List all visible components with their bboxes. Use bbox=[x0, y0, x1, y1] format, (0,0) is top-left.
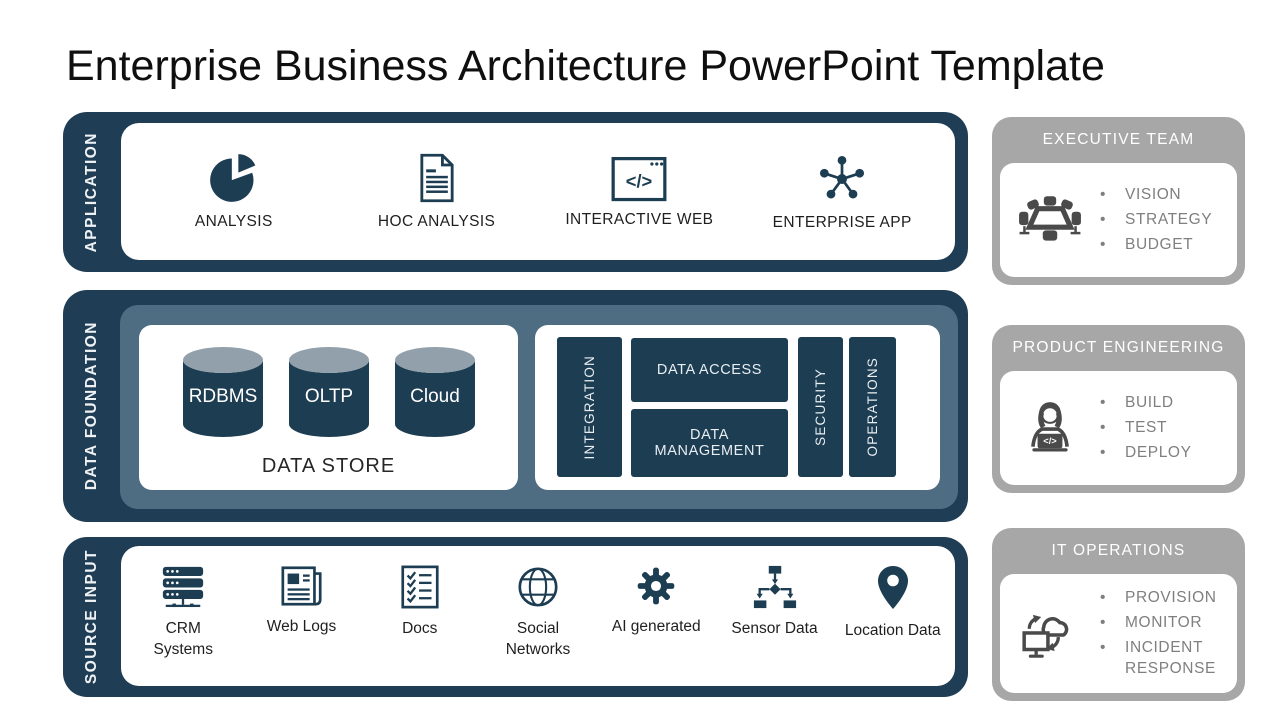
source-input-panel: CRM Systems Web Logs bbox=[121, 546, 955, 686]
bullet-item: INCIDENT RESPONSE bbox=[1100, 637, 1233, 680]
source-item-label: AI generated bbox=[611, 618, 701, 635]
source-item-location: Location Data bbox=[837, 564, 949, 642]
document-icon bbox=[420, 153, 454, 203]
bullet-item: BUILD bbox=[1100, 392, 1192, 414]
server-rack-icon bbox=[163, 566, 204, 608]
data-foundation-band-label: DATA FOUNDATION bbox=[83, 321, 100, 491]
team-bullet-list: BUILD TEST DEPLOY bbox=[1100, 392, 1192, 463]
svg-text:</>: </> bbox=[626, 171, 652, 192]
checklist-icon bbox=[401, 565, 439, 609]
data-access-box: DATA ACCESS bbox=[631, 338, 788, 402]
source-input-band: SOURCE INPUT bbox=[63, 537, 968, 697]
newspaper-icon bbox=[280, 566, 322, 606]
team-card-title: IT OPERATIONS bbox=[1051, 542, 1186, 559]
it-operations-card: IT OPERATIONS PROVISION MONITOR INCIDENT… bbox=[992, 528, 1245, 701]
product-engineering-card: PRODUCT ENGINEERING </> BUILD TEST DEPLO… bbox=[992, 325, 1245, 493]
application-item-label: INTERACTIVE WEB bbox=[565, 211, 714, 228]
meeting-table-icon bbox=[1019, 196, 1081, 241]
bullet-item: DEPLOY bbox=[1100, 442, 1192, 464]
application-item-enterprise-app: ENTERPRISE APP bbox=[752, 151, 932, 232]
application-item-interactive-web: </> INTERACTIVE WEB bbox=[549, 154, 729, 229]
svg-text:RDBMS: RDBMS bbox=[188, 386, 257, 407]
application-item-label: ENTERPRISE APP bbox=[772, 214, 912, 231]
source-item-label: Web Logs bbox=[266, 618, 337, 635]
database-cylinder-icon: OLTP bbox=[288, 347, 369, 437]
cloud-sync-monitor-icon bbox=[1022, 614, 1069, 658]
source-item-label: Sensor Data bbox=[731, 620, 818, 637]
bullet-item: PROVISION bbox=[1100, 587, 1233, 609]
data-access-management-column: DATA ACCESS DATA MANAGEMENT bbox=[631, 338, 788, 477]
data-foundation-inner-panel: RDBMS OLTP Cloud DATA STORE bbox=[120, 305, 958, 509]
integration-box: INTEGRATION bbox=[557, 337, 622, 477]
gear-icon bbox=[637, 567, 675, 605]
source-item-label: Location Data bbox=[844, 622, 941, 639]
executive-team-card: EXECUTIVE TEAM bbox=[992, 117, 1245, 285]
application-item-label: HOC ANALYSIS bbox=[377, 213, 496, 230]
source-input-band-label: SOURCE INPUT bbox=[83, 549, 100, 685]
application-item-label: ANALYSIS bbox=[194, 213, 273, 230]
application-band-label: APPLICATION bbox=[83, 131, 100, 253]
developer-laptop-icon: </> bbox=[1031, 402, 1069, 452]
bullet-item: BUDGET bbox=[1100, 234, 1212, 256]
source-item-sensor: Sensor Data bbox=[719, 564, 831, 640]
team-card-body: VISION STRATEGY BUDGET bbox=[1000, 163, 1237, 277]
source-item-web-logs: Web Logs bbox=[246, 564, 358, 638]
source-item-crm: CRM Systems bbox=[127, 564, 239, 661]
flowchart-icon bbox=[753, 565, 796, 609]
team-bullet-list: VISION STRATEGY BUDGET bbox=[1100, 184, 1212, 255]
team-card-title: PRODUCT ENGINEERING bbox=[1012, 339, 1225, 356]
source-item-label: Docs bbox=[402, 620, 438, 637]
data-services-panel: INTEGRATION DATA ACCESS DATA MANAGEMENT … bbox=[535, 325, 940, 490]
database-cylinder-icon: RDBMS bbox=[182, 347, 263, 437]
source-item-ai: AI generated bbox=[600, 564, 712, 638]
source-item-social: Social Networks bbox=[482, 564, 594, 661]
code-browser-icon: </> bbox=[611, 157, 667, 202]
svg-text:Cloud: Cloud bbox=[410, 386, 460, 407]
bullet-item: TEST bbox=[1100, 417, 1192, 439]
data-foundation-band: DATA FOUNDATION RDBMS OLTP bbox=[63, 290, 968, 522]
source-item-label: CRM Systems bbox=[153, 620, 213, 658]
data-store-caption: DATA STORE bbox=[261, 455, 396, 477]
application-item-analysis: ANALYSIS bbox=[144, 152, 324, 231]
security-box: SECURITY bbox=[798, 337, 843, 477]
page-title: Enterprise Business Architecture PowerPo… bbox=[66, 42, 1105, 90]
svg-text:OLTP: OLTP bbox=[304, 386, 352, 407]
pie-chart-icon bbox=[209, 154, 256, 202]
team-bullet-list: PROVISION MONITOR INCIDENT RESPONSE bbox=[1100, 587, 1233, 680]
operations-box: OPERATIONS bbox=[849, 337, 896, 477]
application-band: APPLICATION ANALYSIS bbox=[63, 112, 968, 272]
application-item-hoc-analysis: HOC ANALYSIS bbox=[347, 152, 527, 231]
team-card-body: PROVISION MONITOR INCIDENT RESPONSE bbox=[1000, 574, 1237, 693]
database-cylinder-icon: Cloud bbox=[394, 347, 475, 437]
source-item-label: Social Networks bbox=[505, 620, 571, 658]
globe-icon bbox=[518, 567, 558, 607]
team-card-body: </> BUILD TEST DEPLOY bbox=[1000, 371, 1237, 485]
bullet-item: MONITOR bbox=[1100, 612, 1233, 634]
bullet-item: VISION bbox=[1100, 184, 1212, 206]
data-store-panel: RDBMS OLTP Cloud DATA STORE bbox=[139, 325, 518, 490]
database-cylinders: RDBMS OLTP Cloud bbox=[139, 345, 518, 439]
source-item-docs: Docs bbox=[364, 564, 476, 640]
data-management-box: DATA MANAGEMENT bbox=[631, 409, 788, 477]
hub-network-icon bbox=[820, 155, 865, 199]
bullet-item: STRATEGY bbox=[1100, 209, 1212, 231]
svg-text:</>: </> bbox=[1043, 436, 1057, 446]
map-pin-icon bbox=[877, 566, 908, 609]
application-panel: ANALYSIS HOC ANALYSIS bbox=[121, 123, 955, 260]
team-card-title: EXECUTIVE TEAM bbox=[1042, 131, 1195, 148]
